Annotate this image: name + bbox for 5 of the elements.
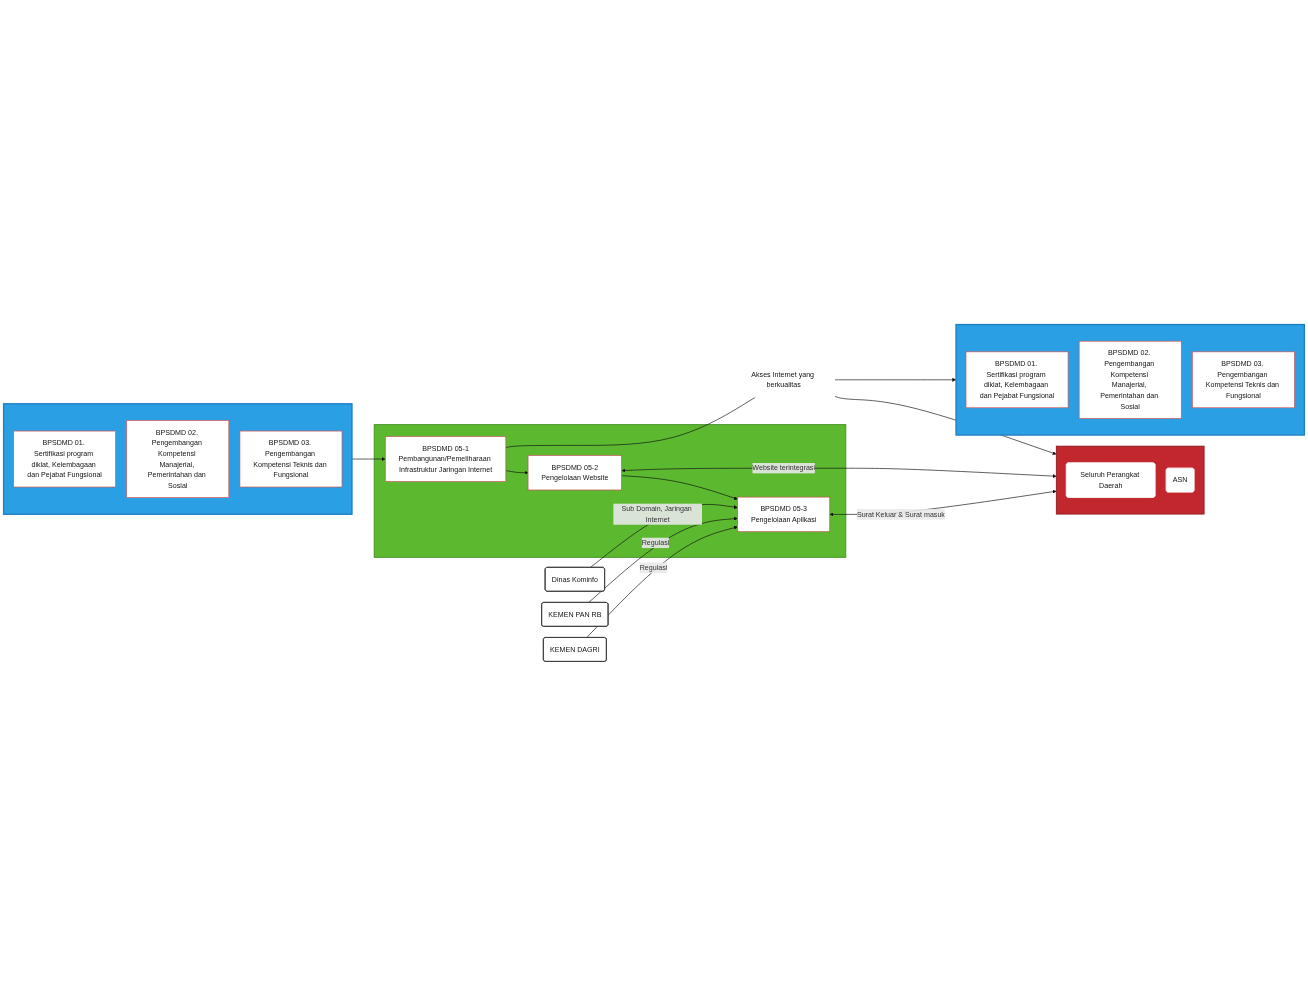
connector	[505, 396, 756, 448]
cluster	[955, 323, 1306, 436]
cluster	[1055, 445, 1205, 515]
cluster	[2, 403, 353, 515]
cluster	[373, 424, 847, 558]
